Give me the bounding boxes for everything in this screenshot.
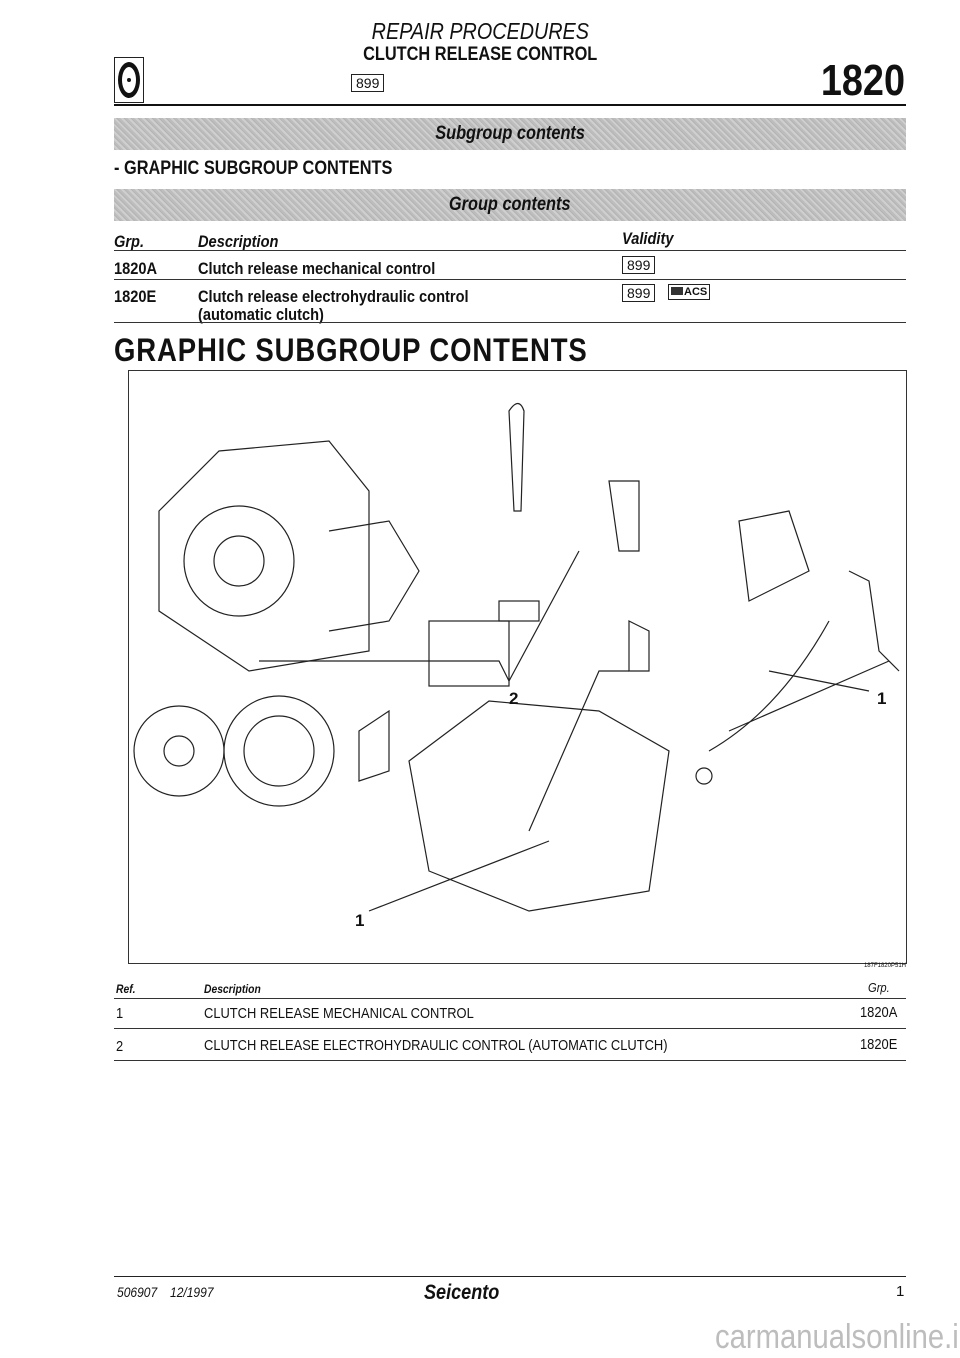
grp-code: 1820A bbox=[114, 259, 158, 278]
ref-description: CLUTCH RELEASE ELECTROHYDRAULIC CONTROL … bbox=[204, 1037, 668, 1054]
gear-lever-sketch bbox=[508, 402, 525, 512]
page-title: CLUTCH RELEASE CONTROL bbox=[362, 44, 598, 65]
pedal-bracket-sketch bbox=[738, 510, 810, 602]
cable-sketch bbox=[708, 620, 830, 752]
control-unit-sketch bbox=[428, 620, 510, 687]
group-contents-band: Group contents bbox=[114, 189, 906, 221]
graphic-title: GRAPHIC SUBGROUP CONTENTS bbox=[114, 332, 588, 368]
col-ref: Ref. bbox=[116, 982, 136, 996]
model-badge: 899 bbox=[351, 74, 385, 92]
col-description: Description bbox=[204, 982, 261, 996]
doc-number: 506907 bbox=[117, 1284, 158, 1300]
fork-sketch bbox=[608, 480, 640, 552]
figure-code: 187F1820P51H bbox=[863, 963, 906, 969]
group-number: 1820 bbox=[820, 56, 905, 105]
ref-grp: 1820A bbox=[860, 1004, 898, 1021]
clutch-icon bbox=[114, 57, 144, 103]
watermark: carmanualsonline.info bbox=[715, 1318, 960, 1356]
row-description-cont: (automatic clutch) bbox=[198, 305, 324, 324]
callout-2: 2 bbox=[509, 689, 519, 708]
car-icon bbox=[671, 287, 683, 295]
ref-grp: 1820E bbox=[860, 1036, 898, 1053]
validity-badge: 899 bbox=[622, 284, 656, 302]
ref-description: CLUTCH RELEASE MECHANICAL CONTROL bbox=[204, 1005, 474, 1022]
ref-number: 1 bbox=[116, 1005, 124, 1022]
pressure-plate-sketch bbox=[223, 695, 335, 807]
ref-number: 2 bbox=[116, 1038, 124, 1055]
col-validity: Validity bbox=[622, 229, 674, 248]
transmission-sketch bbox=[408, 700, 670, 912]
validity-badge: 899 bbox=[622, 256, 656, 274]
subgroup-contents-band: Subgroup contents bbox=[114, 118, 906, 150]
callout-1: 1 bbox=[355, 911, 365, 930]
callout-1: 1 bbox=[877, 689, 887, 708]
clutch-disc-sketch bbox=[133, 705, 225, 797]
illustration-frame: 2 1 1 bbox=[128, 370, 907, 964]
row-description: Clutch release mechanical control bbox=[198, 259, 436, 278]
brand-logo: Seicento bbox=[424, 1281, 500, 1304]
doc-date: 12/1997 bbox=[170, 1284, 214, 1300]
col-grp: Grp. bbox=[868, 980, 890, 995]
row-description: Clutch release electrohydraulic control bbox=[198, 287, 469, 306]
gearbox-sketch bbox=[158, 440, 370, 672]
page-number: 1 bbox=[896, 1283, 905, 1300]
col-description: Description bbox=[198, 232, 279, 251]
subgroup-link[interactable]: - GRAPHIC SUBGROUP CONTENTS bbox=[114, 158, 393, 179]
clutch-illustration bbox=[133, 402, 900, 912]
grp-code: 1820E bbox=[114, 287, 157, 306]
section-title: REPAIR PROCEDURES bbox=[371, 18, 589, 44]
acs-badge: ACS bbox=[668, 284, 711, 300]
col-grp: Grp. bbox=[114, 232, 145, 251]
